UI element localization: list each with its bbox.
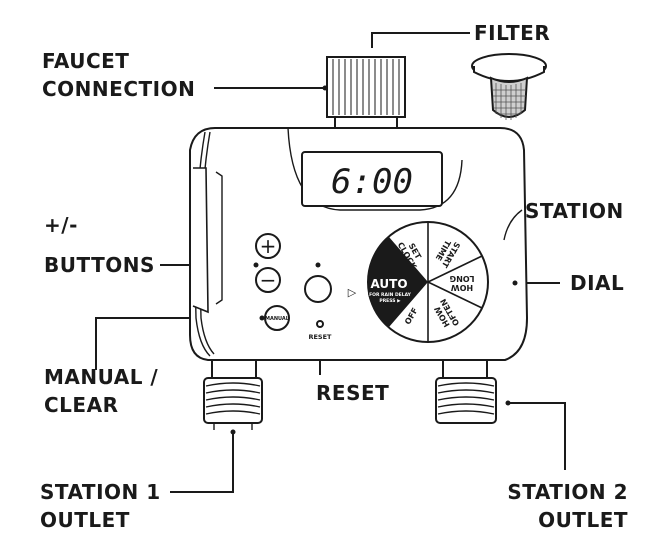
- plus-button[interactable]: +: [255, 233, 281, 259]
- filter-label: FILTER: [474, 21, 550, 45]
- minus-button[interactable]: −: [255, 267, 281, 293]
- plus-icon: +: [260, 234, 277, 258]
- manual-label-line2: CLEAR: [44, 393, 118, 417]
- station-label: STATION: [525, 199, 624, 223]
- filter-leader: [371, 32, 470, 48]
- dial-auto-sub1: FOR RAIN DELAY: [369, 292, 412, 298]
- station2-label-line2: OUTLET: [538, 508, 628, 532]
- station1-label-line1: STATION 1: [40, 480, 161, 504]
- station1-outlet-illustration: [203, 359, 263, 430]
- filter-illustration: [471, 53, 547, 120]
- manual-label-line1: MANUAL /: [44, 365, 158, 389]
- reset-small-label: RESET: [308, 333, 332, 341]
- arrow-right-icon: ▷: [348, 286, 357, 299]
- display-time: 6:00: [331, 162, 413, 202]
- dial-auto-sub2: PRESS ▶: [379, 298, 401, 304]
- manual-button[interactable]: MANUAL: [264, 305, 290, 331]
- plus-minus-label: +/-: [44, 213, 78, 237]
- callout-dots: [230, 85, 518, 435]
- faucet-label-line2: CONNECTION: [42, 77, 195, 101]
- minus-icon: −: [260, 268, 277, 292]
- dial-auto-label: AUTO: [370, 277, 407, 291]
- reset-label: RESET: [316, 381, 389, 405]
- manual-button-label: MANUAL: [265, 316, 290, 322]
- station1-leader: [170, 432, 234, 493]
- dial-how-long-2: LONG: [450, 274, 475, 283]
- program-dial[interactable]: AUTO FOR RAIN DELAY PRESS ▶ SET CLOCK ST…: [367, 221, 489, 343]
- station-button[interactable]: [304, 275, 332, 303]
- reset-button[interactable]: RESET: [308, 320, 332, 341]
- station2-label-line1: STATION 2: [507, 480, 628, 504]
- buttons-label: BUTTONS: [44, 253, 155, 277]
- lcd-display: 6:00: [301, 151, 443, 207]
- station1-label-line2: OUTLET: [40, 508, 130, 532]
- dial-label: DIAL: [570, 271, 624, 295]
- faucet-label-line1: FAUCET: [42, 49, 129, 73]
- station2-outlet-illustration: [435, 359, 497, 424]
- faucet-connection-illustration: [326, 56, 406, 130]
- station2-leader: [508, 402, 566, 470]
- dial-how-long-1: HOW: [451, 283, 473, 292]
